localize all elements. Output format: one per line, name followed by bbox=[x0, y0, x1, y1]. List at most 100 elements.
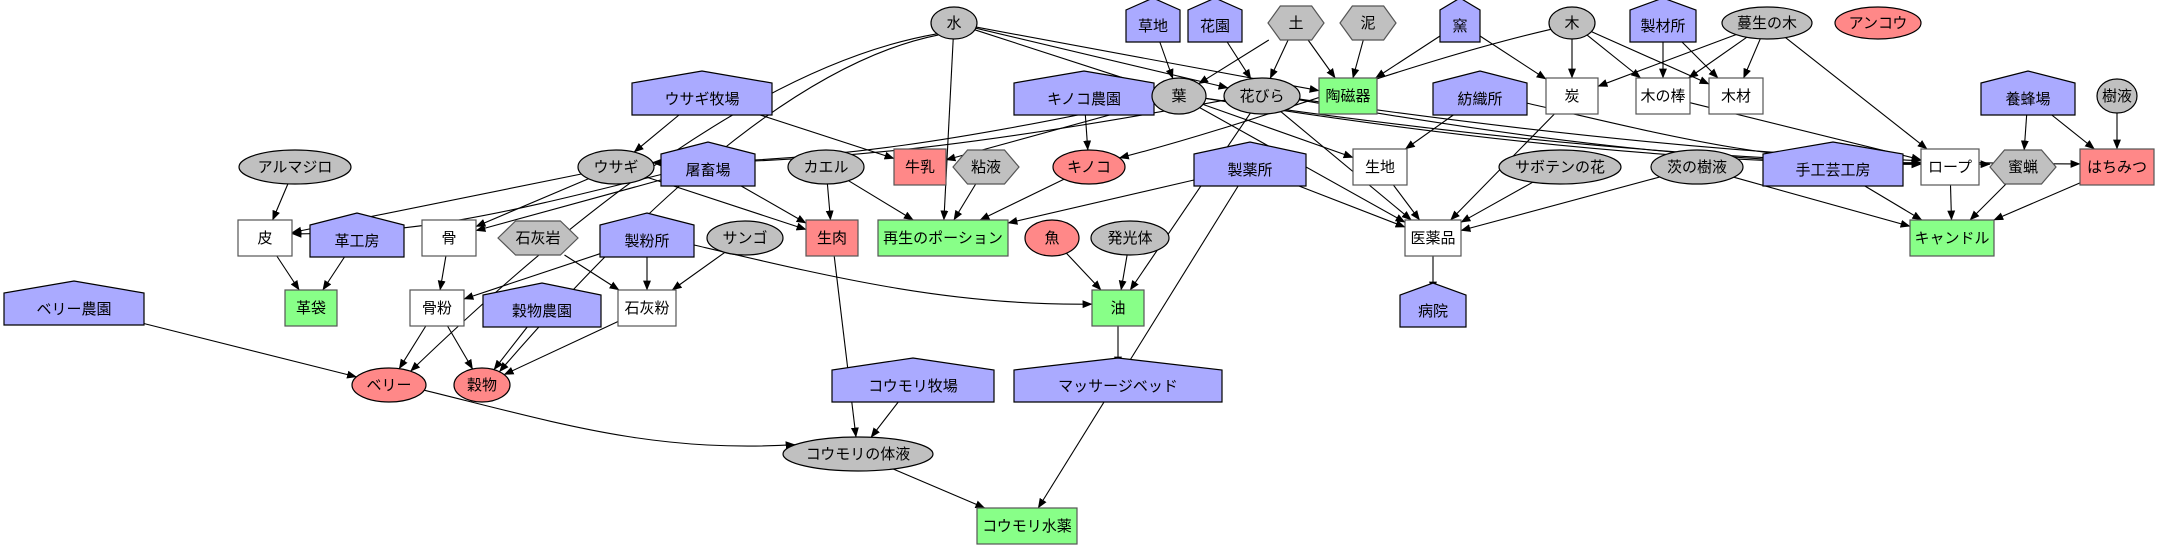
node-label: アルマジロ bbox=[258, 158, 333, 176]
node-charcoal[interactable]: 炭 bbox=[1545, 77, 1599, 115]
node-slime[interactable]: 粘液 bbox=[952, 149, 1020, 185]
node-armadillo[interactable]: アルマジロ bbox=[238, 149, 352, 185]
house-shape bbox=[1013, 357, 1223, 403]
hexagon-shape bbox=[1989, 149, 2057, 185]
node-grassland[interactable]: 草地 bbox=[1125, 0, 1181, 43]
node-mushroom[interactable]: キノコ bbox=[1052, 149, 1126, 185]
house-shape bbox=[1980, 70, 2076, 116]
node-hospital[interactable]: 病院 bbox=[1399, 282, 1467, 328]
ellipse-shape bbox=[787, 149, 865, 185]
node-label: キノコ bbox=[1067, 158, 1111, 176]
ellipse-shape bbox=[1650, 149, 1744, 185]
node-rawmeat[interactable]: 生肉 bbox=[805, 219, 859, 257]
node-sawmill[interactable]: 製材所 bbox=[1629, 0, 1697, 43]
node-label: コウモリ水薬 bbox=[982, 517, 1071, 535]
node-mushroomfarm[interactable]: キノコ農園 bbox=[1013, 70, 1155, 116]
edge-batranch-to-batfluid bbox=[870, 399, 901, 438]
node-rabbit[interactable]: ウサギ bbox=[577, 149, 655, 185]
node-limestone[interactable]: 石灰岩 bbox=[497, 220, 579, 256]
node-label: コウモリ牧場 bbox=[868, 377, 957, 395]
node-glowbody[interactable]: 発光体 bbox=[1090, 220, 1170, 256]
house-shape bbox=[309, 212, 405, 258]
ellipse-shape bbox=[1024, 219, 1080, 257]
node-batranch[interactable]: コウモリ牧場 bbox=[831, 357, 995, 403]
node-soil[interactable]: 土 bbox=[1267, 5, 1325, 41]
node-milk[interactable]: 牛乳 bbox=[893, 148, 947, 186]
node-grainfarm[interactable]: 穀物農園 bbox=[482, 282, 602, 328]
node-rope[interactable]: ロープ bbox=[1920, 148, 1980, 186]
node-leaf[interactable]: 葉 bbox=[1151, 77, 1207, 115]
node-label: 泥 bbox=[1360, 14, 1375, 32]
node-flourmill[interactable]: 製粉所 bbox=[599, 212, 695, 258]
node-bone[interactable]: 骨 bbox=[421, 219, 477, 257]
node-leatherbag[interactable]: 革袋 bbox=[284, 289, 338, 327]
node-regenpotion[interactable]: 再生のポーション bbox=[877, 219, 1009, 257]
node-label: 生地 bbox=[1365, 158, 1395, 176]
node-flowergarden[interactable]: 花園 bbox=[1187, 0, 1243, 43]
node-label: 病院 bbox=[1418, 302, 1448, 320]
hexagon-shape bbox=[1267, 5, 1325, 41]
node-frog[interactable]: カエル bbox=[787, 149, 865, 185]
node-wood[interactable]: 木 bbox=[1548, 6, 1596, 40]
node-candle[interactable]: キャンドル bbox=[1909, 219, 1995, 257]
node-stick[interactable]: 木の棒 bbox=[1635, 77, 1691, 115]
node-craftworkshop[interactable]: 手工芸工房 bbox=[1762, 141, 1904, 187]
node-mud[interactable]: 泥 bbox=[1339, 5, 1397, 41]
node-limepowder[interactable]: 石灰粉 bbox=[617, 289, 677, 327]
node-label: ウサギ牧場 bbox=[664, 90, 739, 108]
node-textilemill[interactable]: 紡織所 bbox=[1432, 70, 1528, 116]
node-pharmacy[interactable]: 製薬所 bbox=[1193, 141, 1307, 187]
edge-frog-to-rawmeat bbox=[825, 183, 834, 221]
edge-rope-to-candle bbox=[1947, 184, 1956, 221]
node-ceramic[interactable]: 陶磁器 bbox=[1318, 77, 1378, 115]
node-oil[interactable]: 油 bbox=[1091, 289, 1145, 327]
node-fish[interactable]: 魚 bbox=[1024, 219, 1080, 257]
node-hide[interactable]: 皮 bbox=[237, 219, 293, 257]
node-apiary[interactable]: 養蜂場 bbox=[1980, 70, 2076, 116]
node-label: 革袋 bbox=[296, 299, 326, 317]
ellipse-shape bbox=[453, 367, 511, 403]
node-cactusflower[interactable]: サボテンの花 bbox=[1498, 149, 1622, 185]
node-batpotion[interactable]: コウモリ水薬 bbox=[976, 507, 1078, 545]
node-batfluid[interactable]: コウモリの体液 bbox=[782, 436, 934, 472]
edge-rabbit-to-bone bbox=[475, 178, 589, 228]
edge-kiln-to-ceramic bbox=[1375, 35, 1441, 79]
ellipse-shape bbox=[1151, 77, 1207, 115]
edge-sawmill-to-lumber bbox=[1679, 39, 1719, 79]
box-shape bbox=[2079, 148, 2155, 186]
node-grain[interactable]: 穀物 bbox=[453, 367, 511, 403]
box-shape bbox=[1404, 219, 1462, 257]
node-petal[interactable]: 花びら bbox=[1223, 77, 1301, 115]
node-water[interactable]: 水 bbox=[930, 6, 978, 40]
box-shape bbox=[877, 219, 1009, 257]
node-medicine[interactable]: 医薬品 bbox=[1404, 219, 1462, 257]
node-berry[interactable]: ベリー bbox=[351, 367, 427, 403]
node-label: キャンドル bbox=[1914, 229, 1989, 247]
node-tannery[interactable]: 革工房 bbox=[309, 212, 405, 258]
node-lumber[interactable]: 木材 bbox=[1708, 77, 1764, 115]
node-label: 養蜂場 bbox=[2005, 90, 2050, 108]
box-shape bbox=[409, 289, 465, 327]
node-beeswax[interactable]: 蜜蝋 bbox=[1989, 149, 2057, 185]
node-rabbitranch[interactable]: ウサギ牧場 bbox=[631, 70, 773, 116]
node-anglerfish[interactable]: アンコウ bbox=[1834, 6, 1922, 40]
node-label: 石灰粉 bbox=[624, 299, 669, 317]
node-thornsap[interactable]: 茨の樹液 bbox=[1650, 149, 1744, 185]
edge-slaughterhouse-to-rawmeat bbox=[737, 183, 807, 224]
node-sap[interactable]: 樹液 bbox=[2096, 78, 2138, 114]
node-berryfarm[interactable]: ベリー農園 bbox=[3, 280, 145, 326]
edge-cactusflower-to-medicine bbox=[1460, 181, 1534, 223]
node-fabric[interactable]: 生地 bbox=[1352, 148, 1408, 186]
node-coral[interactable]: サンゴ bbox=[706, 220, 784, 256]
node-honey[interactable]: はちみつ bbox=[2079, 148, 2155, 186]
node-massagebed[interactable]: マッサージベッド bbox=[1013, 357, 1223, 403]
nodes-layer: 水 草地花園土 泥 窯 木製材所蔓生の木アンコウウサギ牧場 キノコ農園葉花びら陶磁器 紡織所… bbox=[3, 0, 2155, 545]
node-label: 蜜蝋 bbox=[2008, 158, 2038, 176]
node-bonemeal[interactable]: 骨粉 bbox=[409, 289, 465, 327]
node-kiln[interactable]: 窯 bbox=[1439, 0, 1481, 43]
node-slaughterhouse[interactable]: 屠畜場 bbox=[660, 141, 756, 187]
edge-bone-to-bonemeal bbox=[437, 255, 447, 291]
node-vinetree[interactable]: 蔓生の木 bbox=[1721, 6, 1813, 40]
box-shape bbox=[1352, 148, 1408, 186]
node-label: マッサージベッド bbox=[1058, 377, 1178, 395]
